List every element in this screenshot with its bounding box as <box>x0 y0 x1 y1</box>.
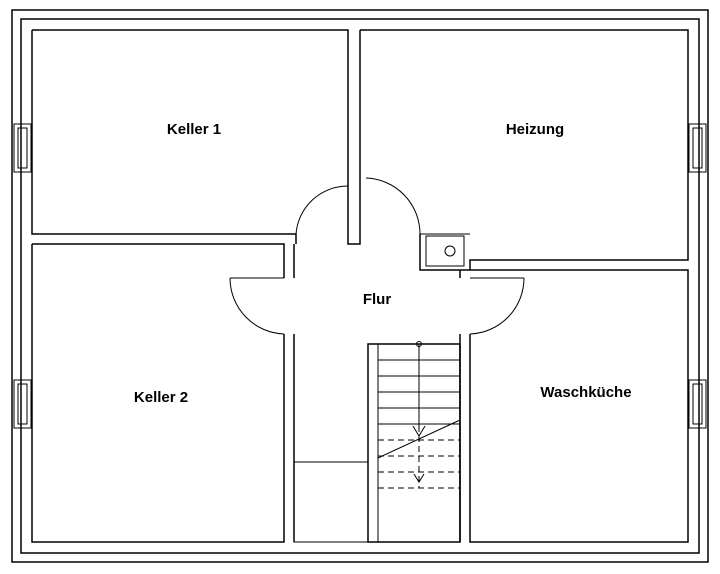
door-keller1 <box>295 185 349 235</box>
window-keller1 <box>13 123 32 173</box>
window-keller2 <box>13 379 32 429</box>
staircase <box>367 341 461 543</box>
room-label-keller2: Keller 2 <box>134 389 188 406</box>
room-keller1 <box>31 29 361 245</box>
room-label-flur: Flur <box>363 291 391 308</box>
door-waschkueche <box>469 277 525 335</box>
corridor-landing <box>293 461 369 543</box>
door-heizung <box>365 177 421 235</box>
room-label-keller1: Keller 1 <box>167 121 221 138</box>
window-heizung <box>688 123 707 173</box>
door-keller2 <box>229 277 285 335</box>
window-waschkueche <box>688 379 707 429</box>
room-heizung <box>360 29 689 271</box>
room-label-waschkueche: Waschküche <box>540 384 631 401</box>
room-waschkueche <box>459 269 689 543</box>
room-label-heizung: Heizung <box>506 121 564 138</box>
exterior-wall <box>11 9 709 563</box>
